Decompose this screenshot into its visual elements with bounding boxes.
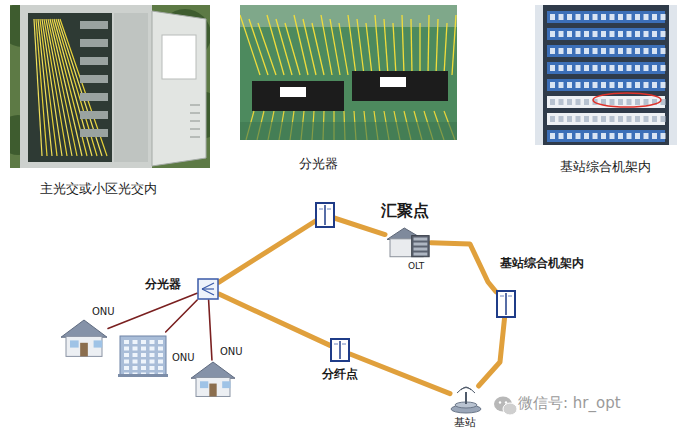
node-label: 基站综合机架内: [560, 160, 651, 175]
node-label: 分光器: [299, 157, 338, 172]
onu-building: ONU: [118, 332, 168, 378]
node-label: 基站: [454, 417, 476, 430]
fiber-ring-line: [350, 354, 450, 394]
node-label: 分纤点: [322, 368, 358, 382]
base-station-graphic: [450, 386, 482, 414]
cabinet-photo: 主光交或小区光交内: [10, 5, 210, 168]
fiber-split-point-graphic: [330, 338, 350, 362]
rack-photo: 基站综合机架内: [535, 5, 677, 145]
drop-cable: [166, 300, 198, 332]
node-label: ONU: [92, 306, 115, 318]
onu-house-graphic: [190, 360, 236, 398]
rack-box: 基站综合机架内: [496, 290, 516, 318]
onu-building-graphic: [118, 332, 168, 378]
drop-cable: [108, 293, 197, 328]
olt-node: 汇聚点OLT: [385, 226, 431, 258]
splitter-photo-graphic: [240, 5, 457, 140]
rack-box-graphic: [496, 290, 516, 318]
node-label: ONU: [172, 352, 195, 364]
cabinet-photo-graphic: [10, 5, 210, 168]
olt-node-graphic: [385, 226, 431, 258]
fiber-ring-line: [431, 243, 496, 292]
fiber-ring-line: [479, 318, 505, 386]
node-label: ONU: [220, 346, 243, 358]
onu-house: ONU: [190, 360, 236, 398]
rack-photo-graphic: [535, 5, 677, 145]
node-label: 汇聚点: [381, 202, 429, 220]
watermark: 微信号: hr_opt: [518, 395, 621, 412]
fiber-box-icon: [316, 203, 334, 227]
base-station: 基站: [450, 386, 482, 414]
fiber-ring-line: [219, 215, 385, 282]
node-label: 分光器: [145, 278, 181, 292]
wechat-icon: [494, 397, 517, 416]
drop-cable: [209, 300, 212, 360]
splitter-icon-graphic: [197, 278, 219, 300]
onu-house: ONU: [60, 318, 108, 358]
onu-house-graphic: [60, 318, 108, 358]
splitter-photo: 分光器: [240, 5, 457, 140]
node-label: 主光交或小区光交内: [40, 182, 157, 197]
splitter-icon: 分光器: [197, 278, 219, 300]
fiber-ring-line: [219, 294, 330, 345]
fiber-split-point: 分纤点: [330, 338, 350, 362]
node-label: 基站综合机架内: [500, 257, 584, 271]
node-label: OLT: [408, 261, 424, 271]
